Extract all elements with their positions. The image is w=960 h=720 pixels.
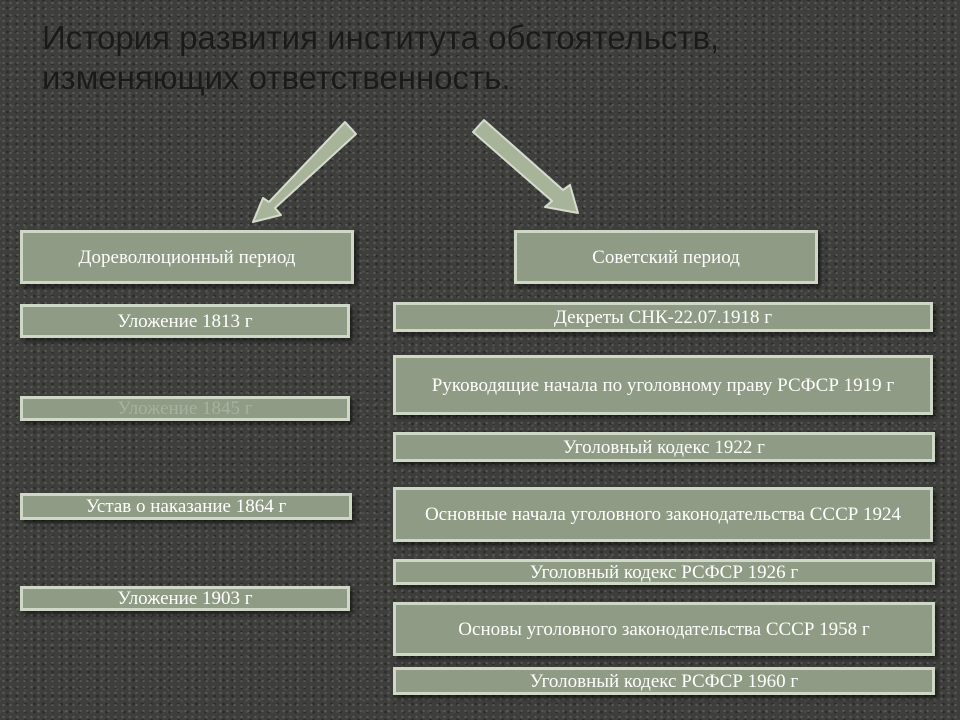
right-item-label: Уголовный кодекс РСФСР 1926 г bbox=[529, 561, 799, 583]
right-arrow bbox=[472, 119, 579, 214]
left-item-label: Уложение 1845 г bbox=[117, 398, 253, 419]
slide-title: История развития института обстоятельств… bbox=[42, 18, 922, 98]
right-item-1924: Основные начала уголовного законодательс… bbox=[393, 487, 933, 542]
right-item-1958: Основы уголовного законодательства СССР … bbox=[393, 602, 935, 656]
slide-title-line-2: изменяющих ответственность. bbox=[42, 59, 511, 96]
right-item-1919: Руководящие начала по уголовному праву Р… bbox=[393, 355, 933, 415]
right-item-1922: Уголовный кодекс 1922 г bbox=[393, 432, 935, 462]
soviet-header-label: Советский период bbox=[592, 246, 740, 268]
left-item-1864: Устав о наказание 1864 г bbox=[20, 493, 352, 520]
left-item-1903: Уложение 1903 г bbox=[20, 586, 350, 611]
right-item-1918: Декреты СНК-22.07.1918 г bbox=[393, 302, 933, 332]
left-arrow bbox=[252, 121, 357, 223]
right-item-label: Декреты СНК-22.07.1918 г bbox=[553, 306, 773, 328]
left-item-label: Устав о наказание 1864 г bbox=[85, 496, 287, 517]
pre-revolution-header-label: Дореволюционный период bbox=[78, 246, 296, 268]
left-item-1813: Уложение 1813 г bbox=[20, 304, 350, 338]
right-item-1926: Уголовный кодекс РСФСР 1926 г bbox=[393, 559, 935, 585]
pre-revolution-header: Дореволюционный период bbox=[20, 230, 354, 284]
left-item-1845: Уложение 1845 г bbox=[20, 396, 350, 421]
right-item-label: Уголовный кодекс РСФСР 1960 г bbox=[529, 670, 799, 692]
slide-title-line-1: История развития института обстоятельств… bbox=[42, 19, 720, 56]
right-item-label: Основные начала уголовного законодательс… bbox=[424, 504, 902, 525]
soviet-header: Советский период bbox=[514, 230, 818, 284]
right-item-label: Руководящие начала по уголовному праву Р… bbox=[431, 374, 895, 396]
right-item-label: Уголовный кодекс 1922 г bbox=[563, 436, 765, 458]
left-item-label: Уложение 1813 г bbox=[117, 310, 253, 332]
right-item-1960: Уголовный кодекс РСФСР 1960 г bbox=[393, 667, 935, 695]
right-item-label: Основы уголовного законодательства СССР … bbox=[458, 618, 870, 640]
left-item-label: Уложение 1903 г bbox=[117, 588, 253, 609]
